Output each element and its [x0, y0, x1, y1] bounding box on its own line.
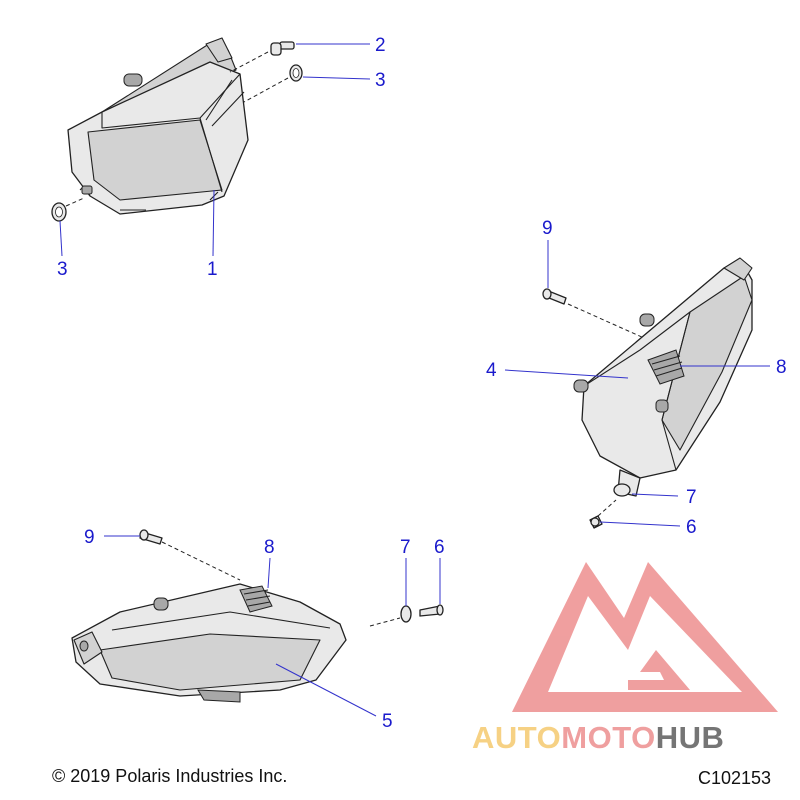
logo-inner-spiral: [628, 650, 690, 690]
part-2-stud: [270, 41, 295, 56]
logo-triangle-mark: [512, 562, 778, 712]
part-4-headlight: [573, 257, 753, 497]
part-9-screw-left: [139, 529, 163, 545]
callout-2-top: 2: [375, 35, 386, 56]
callout-labels: 2 3 3 1 9 4 8 7 6 9 8 7 6 5: [57, 35, 787, 732]
callout-4: 4: [486, 360, 497, 381]
part-6-screw-right: [589, 515, 603, 529]
part-3-grommet-left-hole: [55, 206, 63, 218]
part-9-screw-right: [542, 288, 567, 305]
logo-text-moto: MOTO: [561, 720, 655, 755]
callout-6-right: 6: [686, 517, 697, 538]
callout-6-left: 6: [434, 537, 445, 558]
leader-3-top: [302, 76, 371, 80]
callout-9-right: 9: [542, 218, 553, 239]
callout-3-left: 3: [57, 259, 68, 280]
leader-4: [504, 369, 629, 379]
leader-8-left: [267, 557, 271, 589]
leader-7-right: [631, 493, 679, 497]
callout-8-right: 8: [776, 357, 787, 378]
logo-text-auto: AUTO: [472, 720, 561, 755]
leader-lines: [59, 43, 770, 717]
logo-text-hub: HUB: [656, 720, 725, 755]
callout-7-right: 7: [686, 487, 697, 508]
logo-wordmark: AUTOMOTOHUB: [472, 720, 724, 755]
callout-5: 5: [382, 711, 393, 732]
callout-8-left: 8: [264, 537, 275, 558]
leader-3-left: [59, 220, 63, 257]
callout-7-left: 7: [400, 537, 411, 558]
callout-3-top: 3: [375, 70, 386, 91]
part-3-grommet-top-hole: [292, 68, 300, 78]
part-6-screw-left: [419, 604, 444, 617]
drawing-number: C102153: [698, 768, 772, 788]
part-1-tank: [67, 37, 249, 215]
part-5-headlight: [71, 583, 347, 703]
automotohub-logo: AUTOMOTOHUB: [472, 562, 778, 755]
callout-1: 1: [207, 259, 218, 280]
part-7-washer-left: [400, 605, 412, 623]
callout-9-left: 9: [84, 527, 95, 548]
leader-1: [212, 189, 215, 257]
copyright-notice: © 2019 Polaris Industries Inc.: [52, 766, 288, 786]
leader-6-right: [599, 521, 681, 527]
leader-5: [275, 663, 377, 717]
